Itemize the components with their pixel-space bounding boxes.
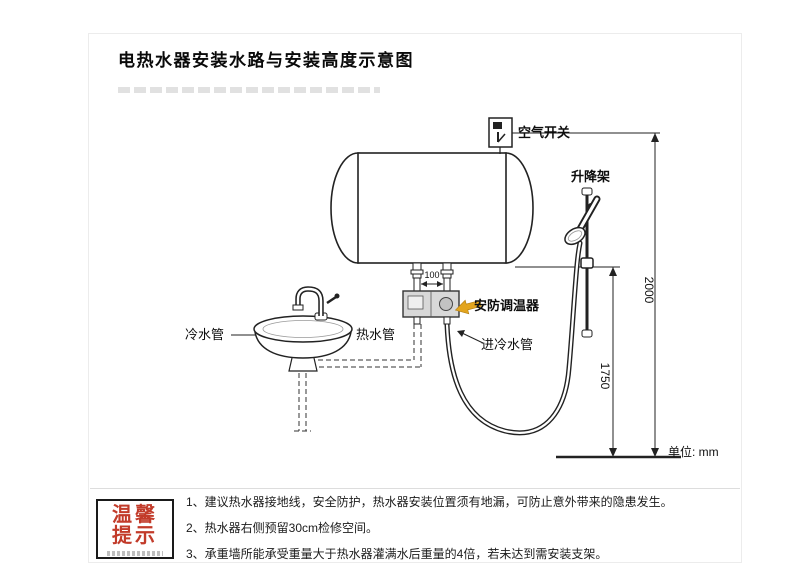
warm-tips-line1: 温馨 [112,503,158,526]
tip-item-3: 3、承重墙所能承受重量大于热水器灌满水后重量的4倍，若未达到需安装支架。 [186,547,608,561]
dimension-100: 100 [424,270,440,280]
lift-rail-label: 升降架 [571,169,611,184]
warm-tips-badge: 温馨 提示 [96,499,174,559]
air-switch-icon [488,117,513,154]
dimension-1750: 1750 [598,362,612,390]
valve-assembly [402,262,460,325]
washbasin [253,315,353,372]
shower-hose [444,240,583,436]
watermark-text [118,87,380,93]
air-switch-label: 空气开关 [518,125,571,140]
faucet [292,286,340,321]
tip-item-1: 1、建议热水器接地线，安全防护，热水器安装位置须有地漏，可防止意外带来的隐患发生… [186,495,673,509]
tips-list: 1、建议热水器接地线，安全防护，热水器安装位置须有地漏，可防止意外带来的隐患发生… [186,494,738,565]
bottom-divider [90,488,740,489]
warm-tips-line2: 提示 [112,524,158,547]
page-title: 电热水器安装水路与安装高度示意图 [118,51,414,70]
dimension-lines [512,132,660,457]
inlet-pipe-pointer [457,330,484,344]
badge-small-print [107,550,163,556]
dimension-2000: 2000 [642,276,656,304]
inlet-cold-pipe-label: 进冷水管 [481,337,534,352]
pipe-spacing-dimension [421,281,443,287]
tip-item-2: 2、热水器右侧预留30cm检修空间。 [186,521,379,535]
water-heater-tank [330,152,534,264]
cold-pipe-label: 冷水管 [185,327,225,342]
thermostat-arrow-icon [454,299,482,315]
thermostat-label: 安防调温器 [474,298,540,313]
unit-label: 单位: mm [668,445,719,459]
hot-pipe-label: 热水管 [356,327,396,342]
shower-head-icon [564,195,601,246]
dimension-arrows [609,133,659,457]
